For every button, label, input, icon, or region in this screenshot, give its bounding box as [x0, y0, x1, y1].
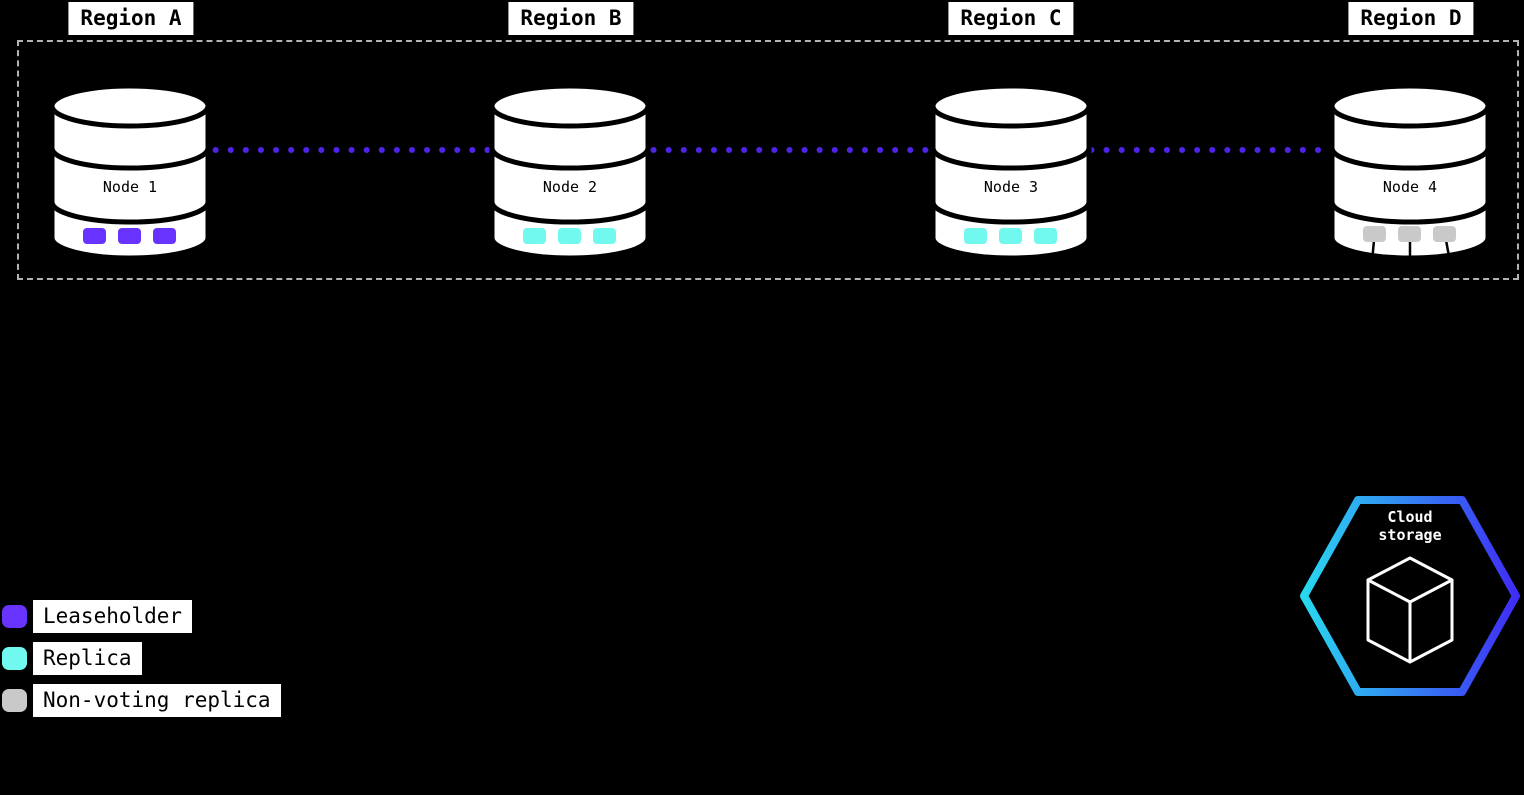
node-label: Node 4 — [1383, 178, 1437, 196]
node-label: Node 2 — [543, 178, 597, 196]
non-voting-replica-squares — [1363, 226, 1456, 263]
cube-icon — [1366, 556, 1454, 664]
node-3-database: Node 3 — [929, 80, 1093, 264]
region-a-label: Region A — [68, 2, 194, 35]
region-b-label: Region B — [508, 2, 634, 35]
database-cylinder-icon: Node 4 — [1329, 83, 1491, 263]
cloud-storage: Cloud storage — [1298, 490, 1522, 702]
node-2-database: Node 2 — [488, 80, 652, 264]
database-cylinder-icon: Node 1 — [49, 83, 211, 261]
database-cylinder-icon: Node 2 — [489, 83, 651, 261]
legend-item-non-voting-replica: Non-voting replica — [2, 684, 281, 717]
cloud-storage-label-line2: storage — [1378, 526, 1441, 544]
legend-label: Replica — [33, 642, 142, 675]
leaseholder-replica-squares — [83, 228, 176, 244]
cloud-storage-label-line1: Cloud — [1387, 508, 1432, 526]
node-label: Node 1 — [103, 178, 157, 196]
node-label: Node 3 — [984, 178, 1038, 196]
legend-label: Non-voting replica — [33, 684, 281, 717]
node-1-database: Node 1 — [48, 80, 212, 264]
non-voting-replica-swatch-icon — [2, 689, 27, 712]
legend-item-replica: Replica — [2, 642, 281, 675]
replica-squares — [523, 228, 616, 244]
legend-item-leaseholder: Leaseholder — [2, 600, 281, 633]
cloud-storage-hexagon-icon: Cloud storage — [1300, 496, 1520, 696]
node-4-database: Node 4 — [1328, 80, 1492, 264]
region-c-label: Region C — [948, 2, 1074, 35]
legend-label: Leaseholder — [33, 600, 193, 633]
legend: Leaseholder Replica Non-voting replica — [2, 600, 281, 726]
leaseholder-swatch-icon — [2, 605, 27, 628]
region-d-label: Region D — [1348, 2, 1474, 35]
replica-swatch-icon — [2, 647, 27, 670]
replica-squares — [964, 228, 1057, 244]
cluster-boundary — [17, 40, 1519, 280]
database-cylinder-icon: Node 3 — [930, 83, 1092, 261]
